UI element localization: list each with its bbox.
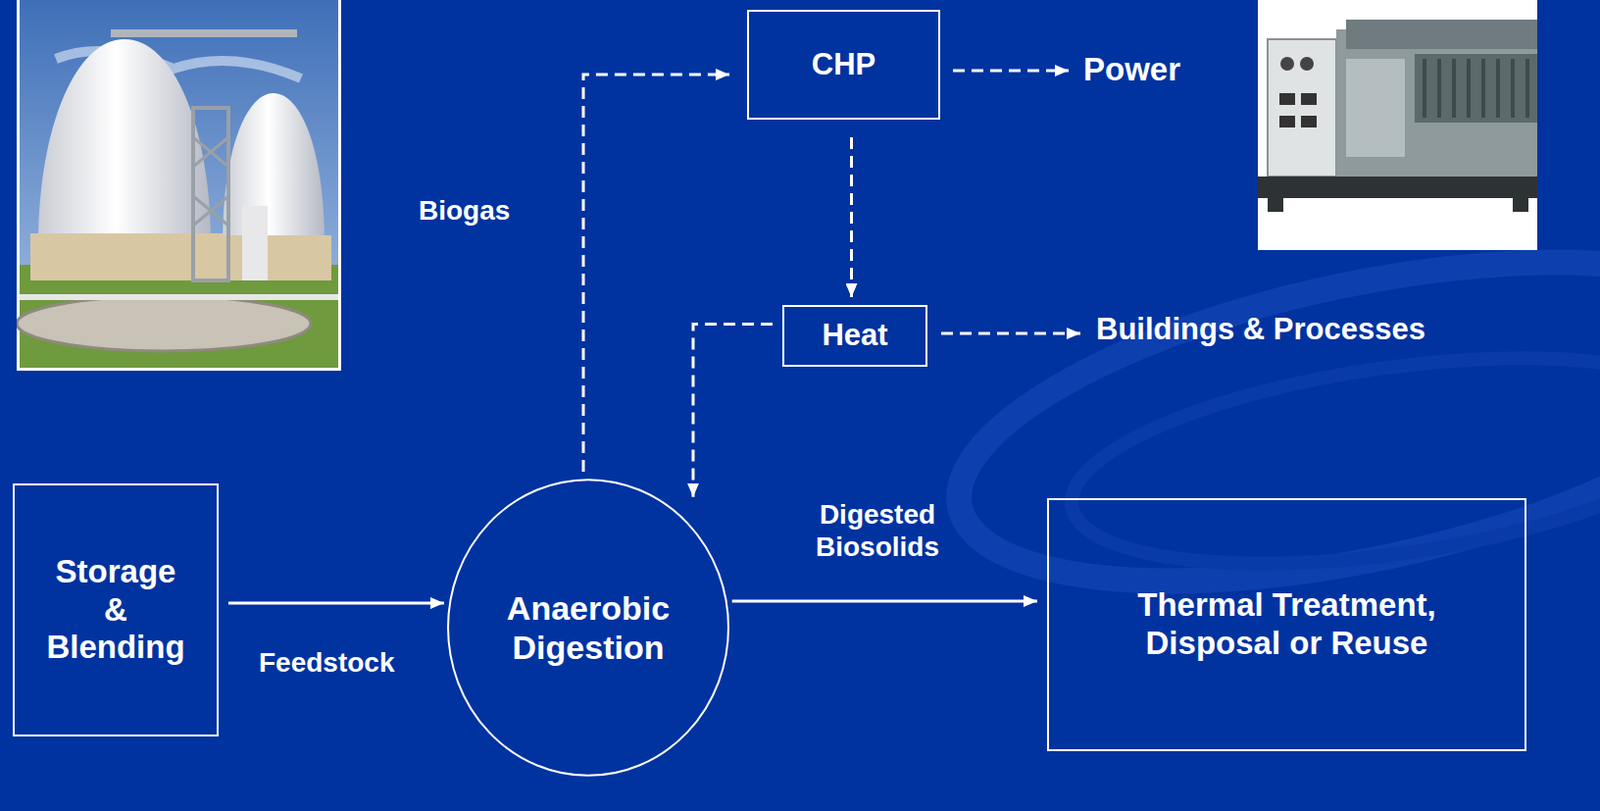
process-box: Heat xyxy=(782,304,928,367)
flow-arrow xyxy=(228,601,445,605)
edge-label: Digested Biosolids xyxy=(784,498,971,563)
node-text: Heat xyxy=(821,317,888,354)
heat-use-arrow xyxy=(941,332,1081,336)
ellipse-outline xyxy=(446,477,731,778)
node-text: Thermal Treatment, Disposal or Reuse xyxy=(1120,586,1454,663)
flow-arrow xyxy=(732,600,1038,603)
process-box: CHP xyxy=(747,9,941,120)
node-text: Storage & Blending xyxy=(42,552,190,668)
output-label: Buildings & Processes xyxy=(1096,311,1426,349)
flow-arrow xyxy=(693,324,773,498)
process-box: Storage & Blending xyxy=(12,483,219,737)
flow-arrow xyxy=(583,74,730,472)
process-box: Thermal Treatment, Disposal or Reuse xyxy=(1047,498,1527,751)
power-arrow xyxy=(952,69,1069,73)
flow-arrow xyxy=(850,137,853,298)
edge-label: Biogas xyxy=(418,194,510,227)
digester-photo xyxy=(16,0,342,371)
edge-label: Feedstock xyxy=(258,646,396,679)
output-label: Power xyxy=(1083,50,1181,90)
swoosh-arc xyxy=(931,201,1600,643)
generator-photo xyxy=(1257,0,1538,250)
swoosh-arc xyxy=(1058,323,1600,599)
process-ellipse: Anaerobic Digestion xyxy=(446,477,731,778)
node-text: Anaerobic Digestion xyxy=(490,588,687,667)
node-text: CHP xyxy=(811,47,876,84)
